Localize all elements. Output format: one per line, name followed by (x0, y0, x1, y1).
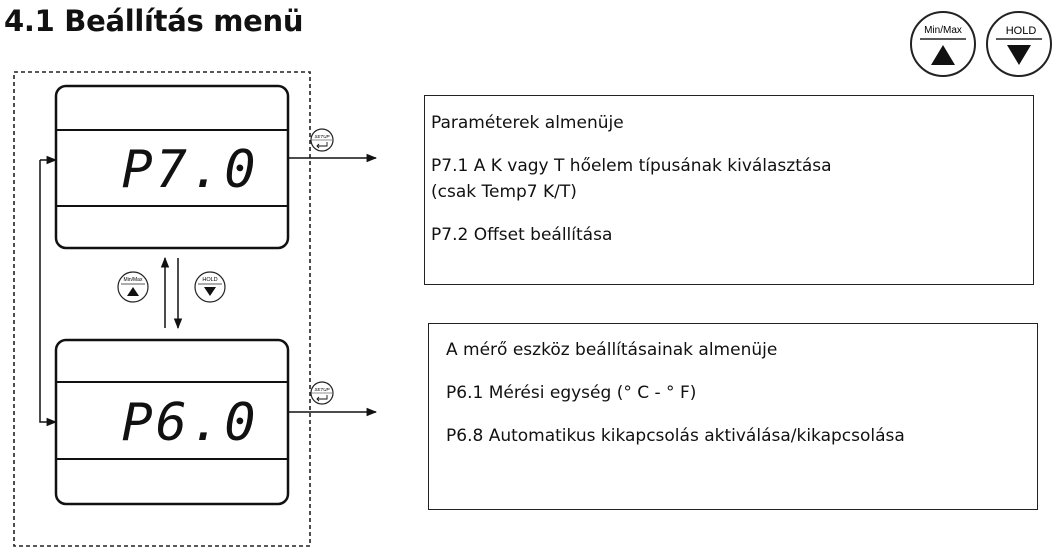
page-title: 4.1 Beállítás menü (4, 4, 304, 38)
loop-arrow-to-bottom (39, 160, 58, 427)
p7-heading: Paraméterek almenüje (431, 113, 624, 133)
p6-item-2: P6.8 Automatikus kikapcsolás aktiválása/… (446, 426, 905, 446)
svg-text:HOLD: HOLD (202, 277, 217, 283)
svg-text:HOLD: HOLD (1006, 25, 1037, 37)
p6-item-1: P6.1 Mérési egység (° C - ° F) (446, 383, 697, 403)
p7-item-1: P7.1 A K vagy T hőelem típusának kiválas… (431, 156, 832, 202)
setup-enter-icon: SETUP (310, 381, 334, 405)
min-max-small-icon: Min/Max (117, 271, 149, 303)
svg-text:SETUP: SETUP (314, 387, 329, 392)
display-top: P7.0 (54, 84, 290, 250)
p6-submenu-box: A mérő eszköz beállításainak almenüje P6… (428, 323, 1038, 510)
setup-enter-icon: SETUP (310, 128, 334, 152)
display-top-text: P7.0 (121, 140, 258, 200)
p6-heading: A mérő eszköz beállításainak almenüje (446, 340, 778, 360)
min-max-button-icon: Min/Max (910, 11, 976, 77)
display-bottom: P6.0 (54, 338, 290, 506)
display-bottom-text: P6.0 (121, 393, 258, 453)
svg-text:Min/Max: Min/Max (124, 277, 143, 283)
p7-submenu-box: Paraméterek almenüje P7.1 A K vagy T hőe… (424, 95, 1034, 285)
p7-item-2: P7.2 Offset beállítása (431, 225, 613, 245)
hold-button-icon: HOLD (986, 11, 1052, 77)
dashed-frame (13, 71, 311, 547)
svg-text:SETUP: SETUP (314, 134, 329, 139)
hold-small-icon: HOLD (194, 271, 226, 303)
svg-text:Min/Max: Min/Max (924, 25, 962, 36)
